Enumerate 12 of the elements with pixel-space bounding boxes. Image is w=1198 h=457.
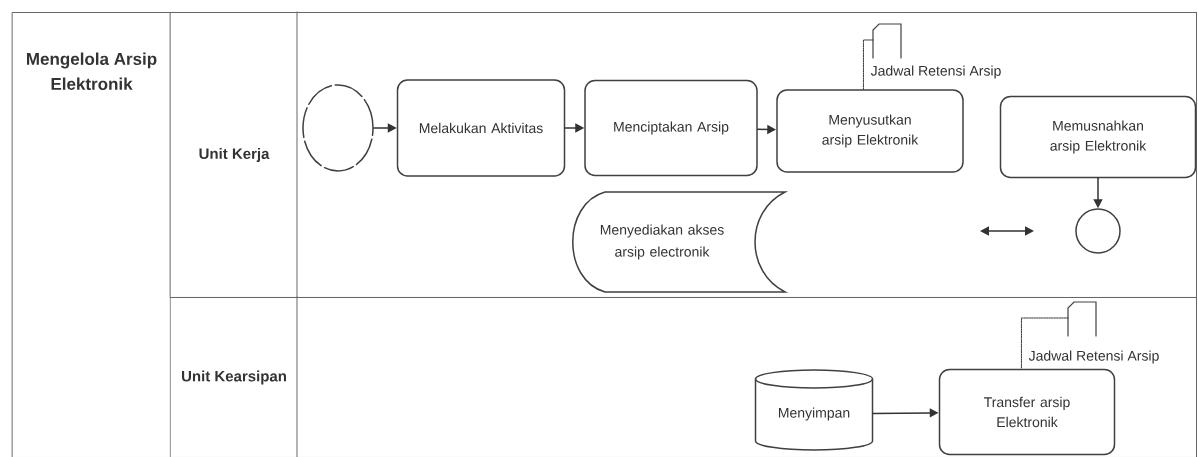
database-cylinder: Menyimpan [754,369,874,451]
end-event [1075,208,1121,254]
association-line [862,39,874,90]
node-label: Menyimpan [778,407,850,421]
process-box: Menyusutkan arsip Elektronik [776,89,964,173]
association-line [1020,317,1069,370]
stored-data-shape: Menyediakan akses arsip electronik [572,191,786,293]
process-box: Menciptakan Arsip [584,79,758,177]
process-box: Melakukan Aktivitas [396,79,566,177]
start-event [302,84,374,172]
process-box: Transfer arsip Elektronik [938,368,1116,456]
process-box: Memusnahkan arsip Elektronik [999,95,1197,179]
